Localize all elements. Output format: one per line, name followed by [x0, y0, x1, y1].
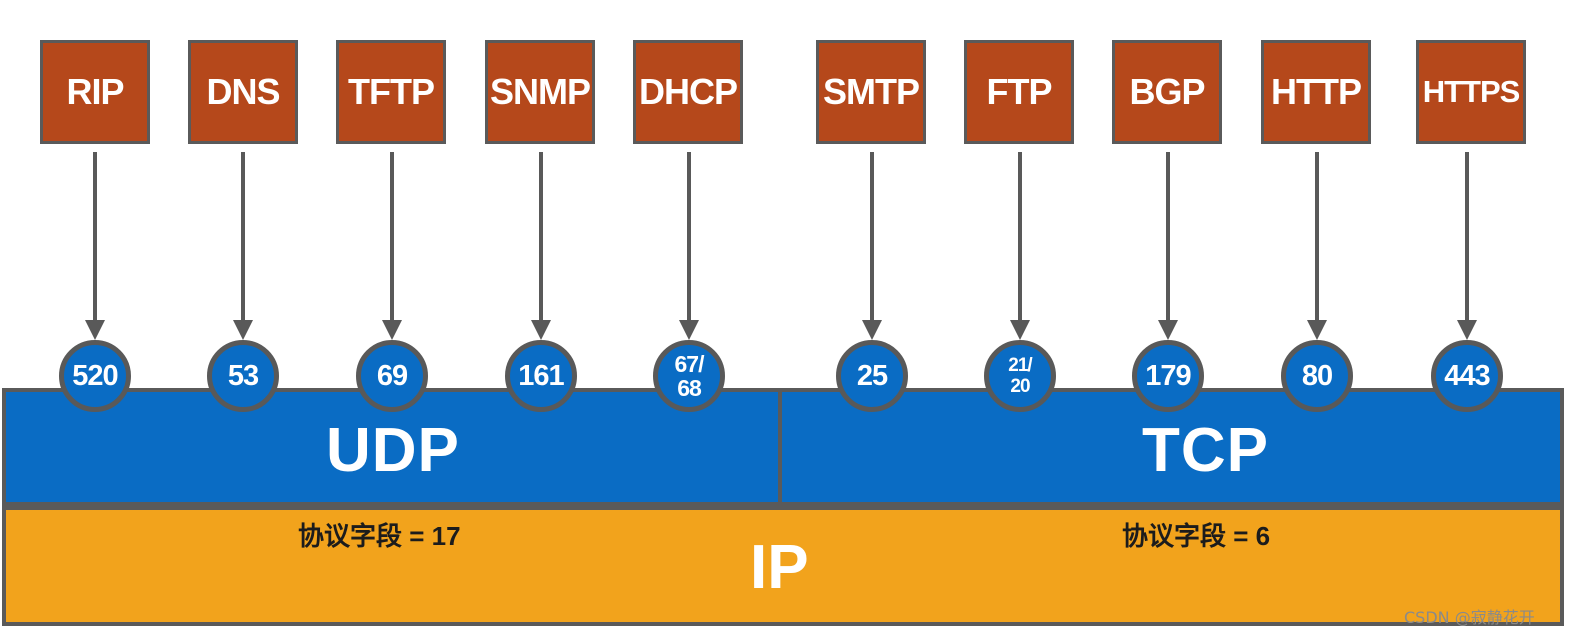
port-number: 67/ 68 — [674, 351, 705, 401]
port-number: 179 — [1145, 359, 1191, 392]
protocol-box-smtp: SMTP — [816, 40, 926, 144]
port-number: 80 — [1301, 359, 1333, 392]
protocol-box-rip: RIP — [40, 40, 150, 144]
port-badge-smtp: 25 — [836, 340, 908, 412]
ip-layer — [2, 506, 1564, 626]
port-badge-bgp: 179 — [1132, 340, 1204, 412]
ip-label: IP — [750, 533, 809, 602]
protocol-box-dns: DNS — [188, 40, 298, 144]
port-number: 443 — [1444, 359, 1490, 392]
protocol-box-http: HTTP — [1261, 40, 1371, 144]
port-badge-rip: 520 — [59, 340, 131, 412]
protocol-box-snmp: SNMP — [485, 40, 595, 144]
tcp-label: TCP — [1142, 416, 1269, 485]
port-number: 161 — [518, 359, 564, 392]
protocol-box-tftp: TFTP — [336, 40, 446, 144]
port-badge-https: 443 — [1431, 340, 1503, 412]
port-badge-tftp: 69 — [356, 340, 428, 412]
port-number: 53 — [227, 359, 259, 392]
port-number: 69 — [376, 359, 408, 392]
port-badge-dns: 53 — [207, 340, 279, 412]
port-badge-snmp: 161 — [505, 340, 577, 412]
watermark: CSDN @寂静花开 — [1404, 608, 1535, 627]
protocol-box-https: HTTPS — [1416, 40, 1526, 144]
protocol-box-bgp: BGP — [1112, 40, 1222, 144]
port-badge-http: 80 — [1281, 340, 1353, 412]
udp-protocol-field: 协议字段 = 17 — [298, 521, 461, 551]
port-number: 21/ 20 — [1008, 355, 1032, 397]
port-badge-ftp: 21/ 20 — [984, 340, 1056, 412]
protocol-box-ftp: FTP — [964, 40, 1074, 144]
protocol-box-dhcp: DHCP — [633, 40, 743, 144]
port-number: 520 — [72, 359, 118, 392]
port-number: 25 — [856, 359, 888, 392]
tcp-protocol-field: 协议字段 = 6 — [1122, 521, 1271, 551]
port-badge-dhcp: 67/ 68 — [653, 340, 725, 412]
udp-label: UDP — [326, 416, 460, 485]
